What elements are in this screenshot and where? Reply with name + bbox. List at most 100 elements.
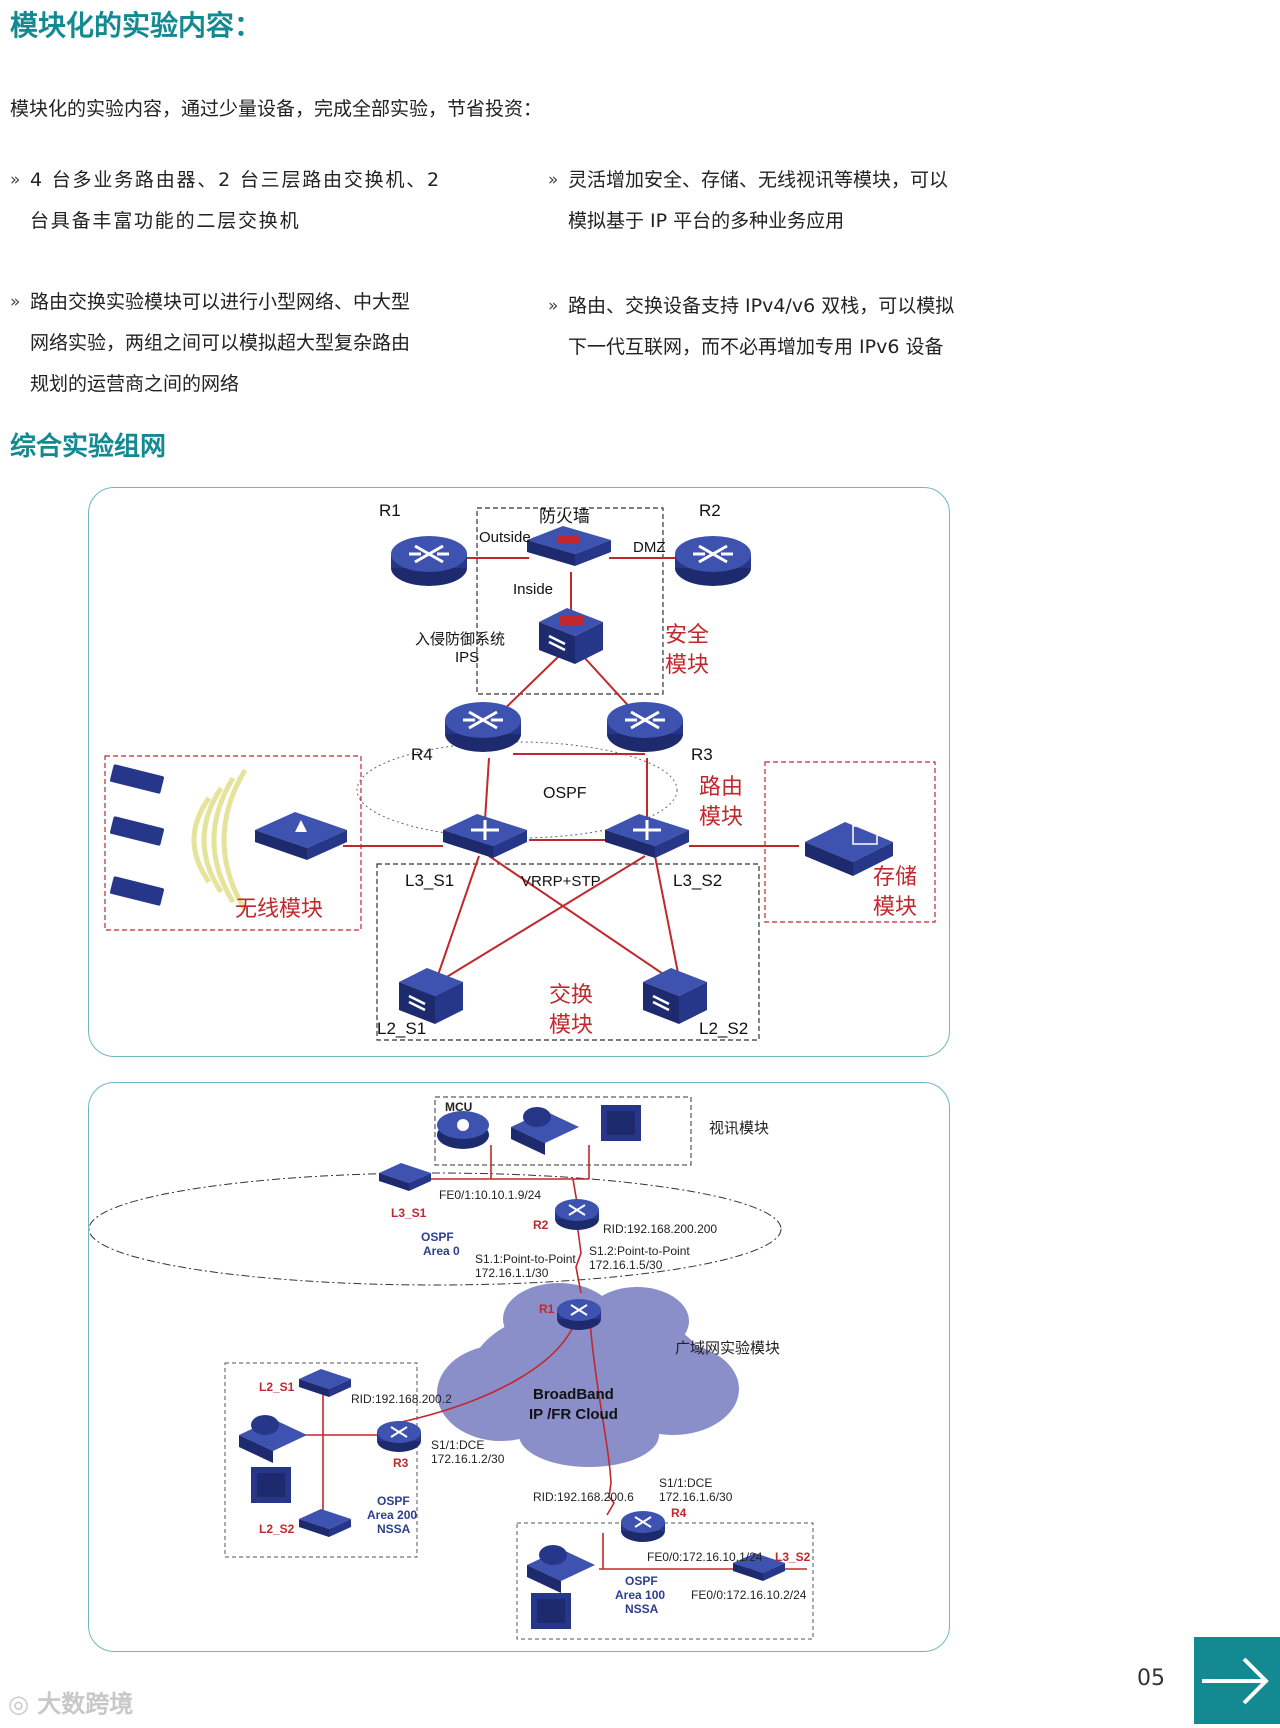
area200-video-terminal-icon — [239, 1415, 307, 1463]
label-firewall: 防火墙 — [539, 507, 590, 526]
network-diagram-2: MCU 视讯模块 FE0/1:10.10.1.9/24 RID:192.168.… — [88, 1096, 814, 1640]
wireless-module-box — [104, 755, 362, 931]
label-r4-ip: 172.16.1.6/30 — [659, 1490, 733, 1504]
label-fe00b: FE0/0:172.16.10.2/24 — [691, 1588, 807, 1602]
label-ospf200-2: Area 200 — [367, 1508, 417, 1522]
label-s12-ip: 172.16.1.5/30 — [589, 1258, 663, 1272]
video-monitor-icon — [601, 1105, 641, 1141]
bullet-4-line-1: 路由、交换设备支持 IPv4/v6 双栈，可以模拟 — [568, 295, 955, 317]
label-fe01: FE0/1:10.10.1.9/24 — [439, 1188, 541, 1202]
label-switch-module-2: 模块 — [549, 1012, 593, 1037]
area100-monitor-icon — [531, 1593, 571, 1629]
bullet-mark: » — [548, 170, 559, 190]
label-outside: Outside — [479, 529, 531, 546]
label-storage-module-2: 模块 — [873, 894, 917, 919]
label-cloud-1: BroadBand — [533, 1386, 614, 1403]
switch-module-box — [376, 863, 760, 1041]
bullet-3: » 路由交换实验模块可以进行小型网络、中大型 网络实验，两组之间可以模拟超大型复… — [10, 282, 411, 405]
bullet-mark: » — [10, 292, 21, 312]
router-r2-icon — [554, 1198, 600, 1231]
bullet-3-line-2: 网络实验，两组之间可以模拟超大型复杂路由 — [30, 332, 411, 354]
bullet-1: » 4 台多业务路由器、2 台三层路由交换机、2 台具备丰富功能的二层交换机 — [10, 160, 441, 242]
label-r1: R1 — [379, 501, 401, 520]
label-ips-2: IPS — [455, 649, 479, 666]
bullet-1-line-2: 台具备丰富功能的二层交换机 — [30, 210, 301, 232]
label-r4-rid: RID:192.168.200.6 — [533, 1490, 634, 1504]
label-l2s2: L2_S2 — [699, 1019, 748, 1038]
bullet-mark: » — [548, 296, 559, 316]
switch-l2s1-icon — [299, 1369, 351, 1397]
label-ospf-area0-2: Area 0 — [423, 1244, 460, 1258]
label-ospf100-3: NSSA — [625, 1602, 659, 1616]
label-r2: R2 — [533, 1218, 549, 1232]
label-s12: S1.2:Point-to-Point — [589, 1244, 690, 1258]
bullet-4: » 路由、交换设备支持 IPv4/v6 双栈，可以模拟 下一代互联网，而不必再增… — [548, 286, 955, 368]
bullet-1-line-1: 4 台多业务路由器、2 台三层路由交换机、2 — [30, 169, 441, 191]
router-r1-icon — [556, 1298, 602, 1331]
label-ips-1: 入侵防御系统 — [415, 631, 505, 648]
network-diagram-panel-1: R1 R2 防火墙 Outside DMZ Inside 入侵防御系统 IPS … — [88, 487, 950, 1057]
area200-monitor-icon — [251, 1467, 291, 1503]
label-wan-module: 广域网实验模块 — [675, 1340, 780, 1357]
router-r3-icon — [605, 700, 685, 754]
switch-l2s2-icon — [641, 966, 709, 1026]
label-ospf-area0-1: OSPF — [421, 1230, 454, 1244]
section-title: 综合实验组网 — [10, 432, 167, 462]
network-diagram-1: R1 R2 防火墙 Outside DMZ Inside 入侵防御系统 IPS … — [104, 501, 936, 1041]
router-r4-icon — [620, 1510, 666, 1543]
label-ospf200-3: NSSA — [377, 1522, 411, 1536]
switch-l3s2-icon — [603, 812, 691, 860]
bullet-4-line-2: 下一代互联网，而不必再增加专用 IPv6 设备 — [568, 336, 944, 358]
label-r3-rid: RID:192.168.200.2 — [351, 1392, 452, 1406]
label-security-module-1: 安全 — [665, 622, 709, 647]
label-r3: R3 — [393, 1456, 409, 1470]
bullet-2-line-1: 灵活增加安全、存储、无线视讯等模块，可以 — [568, 169, 949, 191]
label-r4-s11: S1/1:DCE — [659, 1476, 712, 1490]
label-routing-module-1: 路由 — [699, 774, 743, 799]
label-l3s2: L3_S2 — [673, 871, 722, 890]
mcu-icon — [437, 1111, 489, 1149]
video-module-box — [434, 1096, 692, 1166]
ips-icon — [537, 606, 605, 666]
label-l3s1: L3_S1 — [405, 871, 454, 890]
label-l2s1: L2_S1 — [377, 1019, 426, 1038]
bullet-3-line-3: 规划的运营商之间的网络 — [30, 373, 240, 395]
wan-cloud-icon — [437, 1283, 739, 1467]
network-diagram-panel-2: MCU 视讯模块 FE0/1:10.10.1.9/24 RID:192.168.… — [88, 1082, 950, 1652]
arrow-right-icon — [1202, 1657, 1269, 1705]
label-dmz: DMZ — [633, 539, 666, 556]
label-security-module-2: 模块 — [665, 652, 709, 677]
label-vrrp: VRRP+STP — [521, 873, 601, 890]
label-storage-module-1: 存储 — [873, 864, 917, 889]
switch-l2s1-icon — [397, 966, 465, 1026]
wireless-card-icons — [110, 764, 164, 906]
label-r3: R3 — [691, 745, 713, 764]
label-r3-s11: S1/1:DCE — [431, 1438, 484, 1452]
label-l2s1: L2_S1 — [259, 1380, 295, 1394]
label-l3s2: L3_S2 — [775, 1550, 811, 1564]
watermark-logo-icon: ◎ — [8, 1690, 38, 1718]
access-point-icon — [255, 812, 347, 860]
area100-video-terminal-icon — [527, 1545, 595, 1593]
storage-module-box — [764, 761, 936, 923]
router-r1-icon — [389, 534, 469, 588]
intro-text: 模块化的实验内容，通过少量设备，完成全部实验，节省投资： — [10, 98, 543, 120]
wireless-signal-icon — [191, 768, 248, 912]
label-inside: Inside — [513, 581, 553, 598]
label-r4: R4 — [411, 745, 433, 764]
label-cloud-2: IP /FR Cloud — [529, 1406, 618, 1423]
video-terminal-icon — [511, 1107, 579, 1155]
next-page-button[interactable] — [1194, 1637, 1280, 1724]
firewall-icon — [527, 526, 611, 566]
label-routing-module-2: 模块 — [699, 804, 743, 829]
router-r3-icon — [376, 1420, 422, 1453]
label-mcu: MCU — [445, 1100, 472, 1114]
label-r1: R1 — [539, 1302, 555, 1316]
security-module-box — [476, 507, 664, 695]
label-r4: R4 — [671, 1506, 687, 1520]
page-number: 05 — [1137, 1666, 1165, 1691]
bullet-2-line-2: 模拟基于 IP 平台的多种业务应用 — [568, 210, 845, 232]
switch-l3s1-icon — [379, 1163, 431, 1191]
label-s11: S1.1:Point-to-Point — [475, 1252, 576, 1266]
watermark: ◎ 大数跨境 — [8, 1684, 133, 1719]
